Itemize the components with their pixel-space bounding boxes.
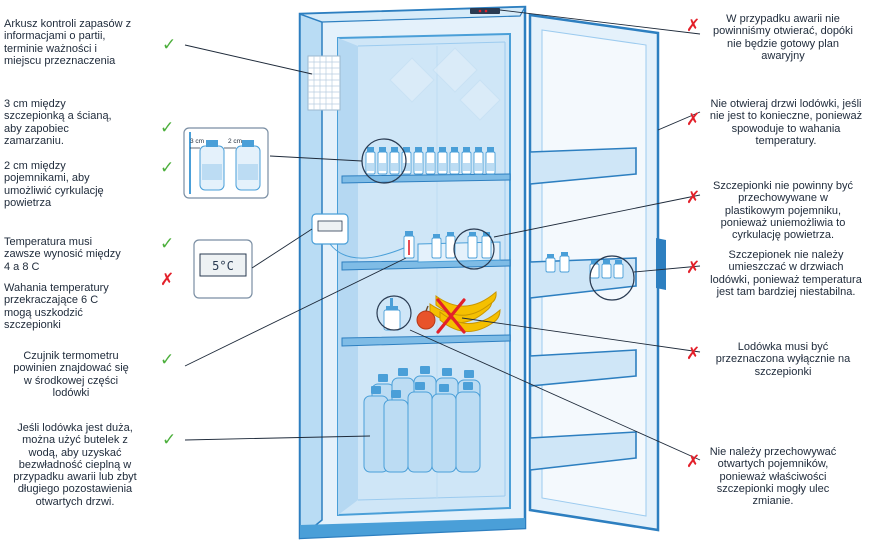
open-vaccine-container [376, 295, 412, 331]
gap-detail-inset: 3 cm 2 cm [183, 127, 269, 199]
plastic-container-with-vials [403, 228, 501, 270]
thermometer-display-inset: 5°C [193, 239, 253, 299]
stock-control-sheet [307, 55, 341, 111]
thermometer-reading: 5°C [212, 259, 234, 273]
cross-icon: ✗ [686, 258, 701, 278]
fridge-door [528, 13, 666, 532]
note-thermometer-sensor: Czujnik termometru powinien znajdować si… [13, 350, 129, 399]
vaccine-vials-top-shelf [361, 138, 496, 184]
note-failure-open: W przypadku awarii nie powinniśmy otwier… [712, 13, 853, 62]
container-gap-inset-label: 2 cm [228, 138, 242, 145]
note-open-containers: Nie należy przechowywać otwartych pojemn… [709, 446, 837, 508]
food-on-shelf [416, 291, 501, 334]
check-icon: ✓ [160, 158, 175, 178]
check-icon: ✓ [162, 35, 177, 55]
note-temperature-swings: Wahania temperatury przekraczające 6 C m… [4, 282, 109, 331]
note-stock-sheet: Arkusz kontroli zapasów z informacjami o… [4, 18, 132, 67]
note-door-open: Nie otwieraj drzwi lodówki, jeśli nie je… [709, 98, 863, 147]
cross-icon: ✗ [686, 110, 701, 130]
cross-icon: ✗ [686, 16, 701, 36]
leader-lines [184, 9, 701, 461]
note-container-gap: 2 cm między pojemnikami, aby umożliwić c… [4, 160, 104, 209]
cross-icon: ✗ [686, 452, 701, 472]
check-icon: ✓ [160, 118, 175, 138]
shelves [341, 173, 511, 347]
note-vaccines-only: Lodówka musi być przeznaczona wyłącznie … [715, 341, 851, 378]
water-bottles [363, 366, 481, 473]
cross-icon: ✗ [686, 188, 701, 208]
check-icon: ✓ [160, 234, 175, 254]
check-icon: ✓ [160, 350, 175, 370]
food-cross-icon [436, 298, 466, 334]
thermometer-small [311, 213, 405, 259]
note-temperature-range: Temperatura musi zawsze wynosić między 4… [4, 236, 121, 273]
cross-icon: ✗ [160, 270, 175, 290]
note-door-shelves: Szczepionek nie należy umieszczać w drzw… [710, 249, 862, 298]
watermark-logo [389, 47, 501, 121]
check-icon: ✓ [162, 430, 177, 450]
note-water-bottles: Jeśli lodówka jest duża, można użyć bute… [13, 422, 137, 508]
wall-gap-inset-label: 3 cm [190, 138, 204, 145]
note-plastic-container: Szczepionki nie powinny być przechowywan… [712, 180, 854, 242]
note-wall-gap: 3 cm między szczepionką a ścianą, aby za… [4, 98, 112, 147]
cross-icon: ✗ [686, 344, 701, 364]
